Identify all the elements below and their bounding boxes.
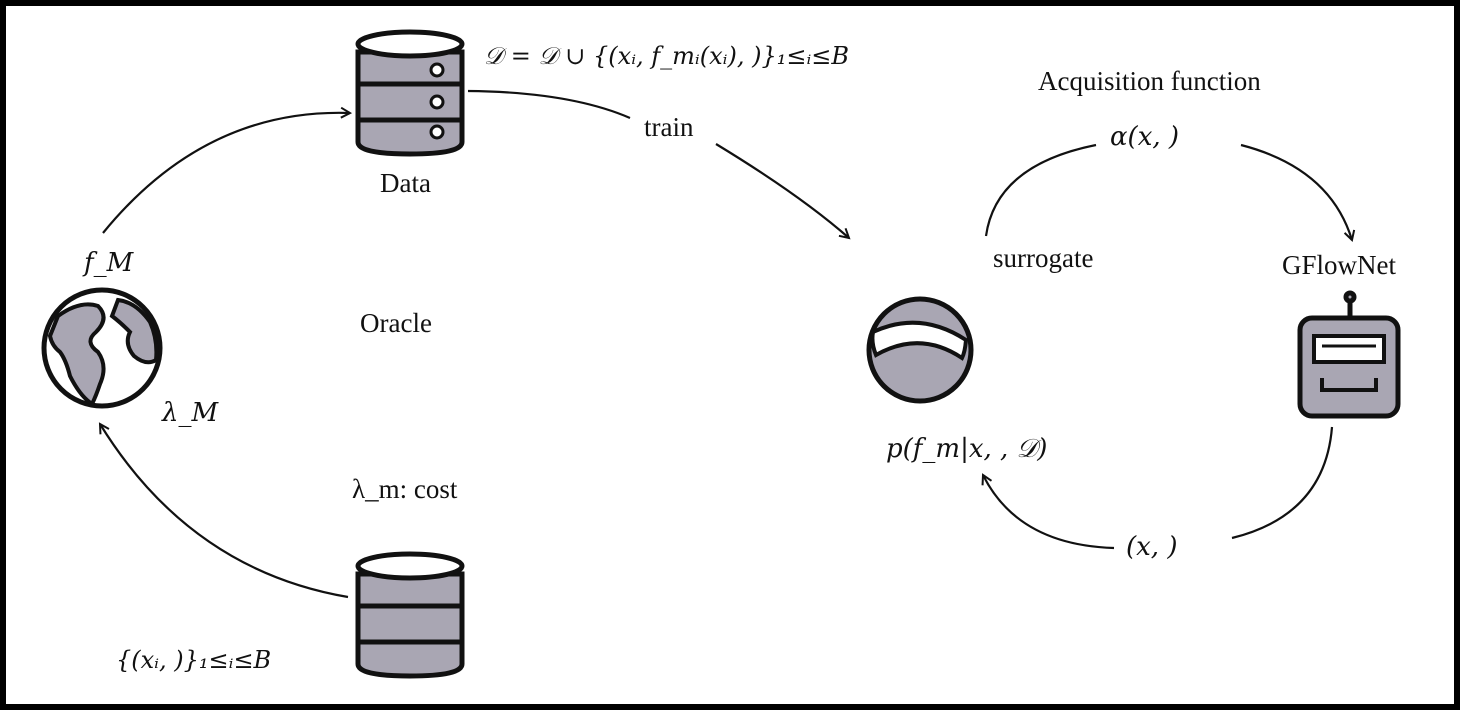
data-label: Data bbox=[380, 168, 431, 198]
arrow-train-to-surrogate bbox=[715, 143, 851, 240]
acquisition-function-label: Acquisition function bbox=[1038, 66, 1261, 96]
data-update-formula: 𝒟 = 𝒟 ∪ {(xᵢ, f_mᵢ(xᵢ), )}₁≤ᵢ≤B bbox=[484, 42, 850, 70]
lambdaM-label: λ_M bbox=[162, 398, 219, 428]
globe-icon bbox=[41, 287, 163, 409]
arrow-bottomdb-to-globe bbox=[98, 422, 349, 599]
posterior-formula: p(f_m|x, , 𝒟) bbox=[886, 434, 1048, 464]
gflownet-label: GFlowNet bbox=[1282, 250, 1396, 280]
arc-surrogate-to-alpha bbox=[984, 143, 1097, 237]
fM-label: f_M bbox=[84, 248, 134, 278]
surrogate-label: surrogate bbox=[993, 243, 1094, 273]
arrow-alpha-to-gflownet bbox=[1240, 143, 1356, 242]
robot-icon bbox=[1297, 290, 1401, 419]
arc-gflownet-to-xpair bbox=[1231, 426, 1334, 540]
arrow-fM-to-data bbox=[102, 106, 353, 234]
train-label: train bbox=[644, 112, 694, 142]
lambdam-cost-label: λ_m: cost bbox=[352, 474, 458, 504]
arrow-xpair-to-posterior bbox=[981, 473, 1115, 550]
oracle-label: Oracle bbox=[360, 308, 432, 338]
batch-formula: {(xᵢ, )}₁≤ᵢ≤B bbox=[116, 646, 272, 674]
database-icon-top bbox=[355, 29, 465, 157]
sphere-icon bbox=[866, 296, 974, 404]
database-icon-bottom bbox=[355, 551, 465, 679]
alpha-formula: α(x, ) bbox=[1110, 122, 1180, 152]
x-pair-formula: (x, ) bbox=[1126, 532, 1178, 562]
arrow-data-to-train bbox=[467, 89, 631, 120]
